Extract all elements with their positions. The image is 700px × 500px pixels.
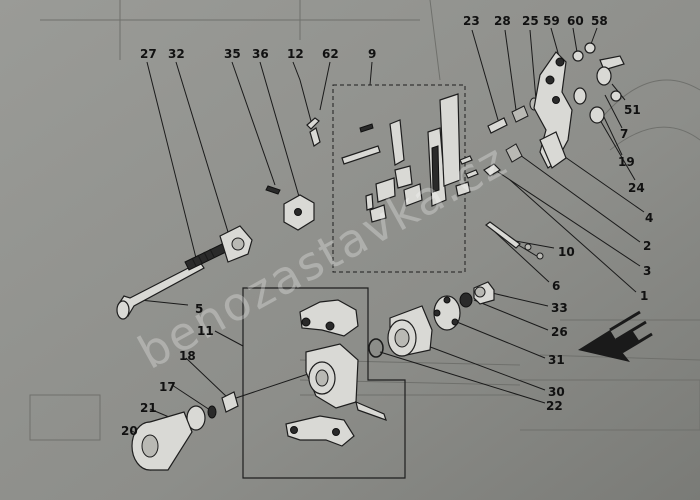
spring-27	[184, 243, 227, 271]
parts	[116, 42, 625, 471]
part-label-51: 51	[624, 103, 641, 117]
ring-22	[368, 338, 384, 358]
nut-7b	[610, 90, 622, 102]
roller-24	[573, 87, 587, 105]
assembly-9-parts	[341, 93, 479, 223]
part-label-21: 21	[140, 401, 157, 415]
assembly-11-outline	[242, 287, 406, 479]
part-label-10: 10	[558, 245, 575, 259]
part-label-20: 20	[121, 424, 138, 438]
cam-4	[539, 131, 567, 169]
roller-3	[483, 163, 501, 177]
screw-10b	[536, 252, 544, 260]
ring-26	[459, 292, 473, 308]
part-label-23: 23	[463, 14, 480, 28]
flange-20	[131, 411, 193, 471]
part-label-30: 30	[548, 385, 565, 399]
nut-59	[555, 57, 565, 67]
bolt-5	[116, 261, 205, 320]
part-label-17: 17	[159, 380, 176, 394]
assembly-11-parts	[285, 299, 387, 447]
plug-33	[473, 281, 495, 305]
part-label-31: 31	[548, 353, 565, 367]
screw-10a	[524, 243, 532, 251]
part-label-11: 11	[197, 324, 214, 338]
pin-35	[265, 185, 281, 195]
part-label-59: 59	[543, 14, 560, 28]
part-label-36: 36	[252, 47, 269, 61]
part-label-12: 12	[287, 47, 304, 61]
part-label-32: 32	[168, 47, 185, 61]
spring-28	[511, 105, 529, 123]
part-number-labels: 27 32 35 36 12 62 9 23 28 25 59 60 58 51…	[121, 14, 653, 438]
bushing-7	[596, 66, 612, 86]
part-label-26: 26	[551, 325, 568, 339]
ring-17	[207, 405, 217, 419]
part-label-9: 9	[368, 47, 376, 61]
assembly-9-outline	[332, 84, 466, 273]
part-label-1: 1	[640, 289, 648, 303]
part-label-33: 33	[551, 301, 568, 315]
spring-2	[505, 143, 523, 163]
part-label-19: 19	[618, 155, 635, 169]
sleeve-18	[221, 391, 239, 413]
part-label-22: 22	[546, 399, 563, 413]
part-label-18: 18	[179, 349, 196, 363]
part-label-28: 28	[494, 14, 511, 28]
leader-lines	[131, 27, 645, 441]
holder-32	[219, 225, 253, 263]
cylinder-30	[387, 305, 433, 357]
pin-62	[309, 127, 321, 147]
bolt-23	[487, 117, 508, 134]
part-label-3: 3	[643, 264, 651, 278]
washer-60	[572, 50, 584, 62]
part-label-6: 6	[552, 279, 560, 293]
rotor-31	[433, 295, 461, 331]
bushing-19	[589, 106, 605, 124]
pin-6	[485, 221, 521, 249]
pin-12	[306, 117, 320, 130]
part-label-58: 58	[591, 14, 608, 28]
part-label-62: 62	[322, 47, 339, 61]
part-label-25: 25	[522, 14, 539, 28]
part-label-4: 4	[645, 211, 653, 225]
block-36	[283, 194, 315, 231]
part-label-7: 7	[620, 127, 628, 141]
part-label-35: 35	[224, 47, 241, 61]
part-label-60: 60	[567, 14, 584, 28]
part-label-24: 24	[628, 181, 645, 195]
direction-arrow-icon	[578, 310, 653, 362]
part-label-5: 5	[195, 302, 203, 316]
part-label-27: 27	[140, 47, 157, 61]
nut-58	[584, 42, 596, 54]
part-label-2: 2	[643, 239, 651, 253]
